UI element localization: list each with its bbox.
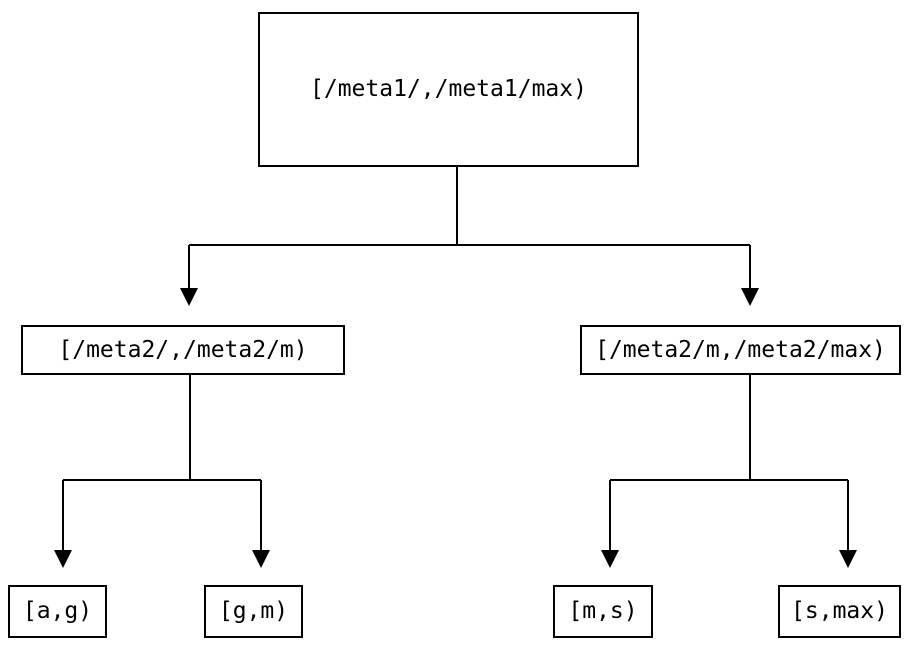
tree-node-leaf-2-label: [g,m): [218, 598, 289, 624]
arrow-head-icon-leaf-4: [839, 550, 857, 568]
tree-node-leaf-2[interactable]: [g,m): [204, 585, 303, 638]
arrow-head-icon-mid-left: [180, 288, 198, 306]
tree-node-leaf-1-label: [a,g): [22, 598, 93, 624]
arrow-head-icon-leaf-1: [54, 550, 72, 568]
tree-node-leaf-3[interactable]: [m,s): [553, 585, 653, 638]
arrow-head-icon-mid-right: [741, 288, 759, 306]
tree-node-leaf-1[interactable]: [a,g): [8, 585, 107, 638]
tree-node-mid-right[interactable]: [/meta2/m,/meta2/max): [580, 325, 901, 375]
arrow-head-icon-leaf-2: [252, 550, 270, 568]
tree-node-mid-left[interactable]: [/meta2/,/meta2/m): [21, 325, 345, 375]
tree-node-leaf-4-label: [s,max): [791, 598, 888, 624]
tree-node-leaf-4[interactable]: [s,max): [778, 585, 901, 638]
tree-node-leaf-3-label: [m,s): [568, 598, 638, 624]
tree-node-root-label: [/meta1/,/meta1/max): [310, 76, 587, 102]
arrow-head-icon-leaf-3: [601, 550, 619, 568]
tree-node-mid-left-label: [/meta2/,/meta2/m): [58, 336, 308, 363]
tree-node-mid-right-label: [/meta2/m,/meta2/max): [595, 336, 886, 363]
tree-node-root[interactable]: [/meta1/,/meta1/max): [258, 12, 639, 167]
